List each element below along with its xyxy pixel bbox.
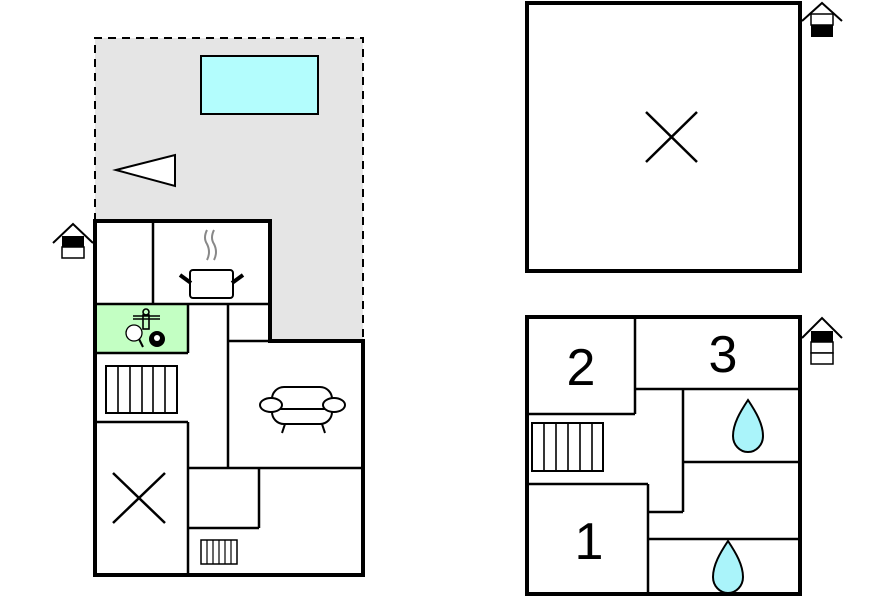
bathroom-drop-icon: [711, 539, 745, 594]
unfinished-room-x-icon: [112, 472, 166, 524]
room-label-3: 3: [709, 326, 738, 384]
ground-floor-walls: [93, 219, 365, 577]
terrace-arrow-icon: [112, 153, 176, 188]
house-floor-indicator-icon: [801, 1, 843, 37]
room-label-2: 2: [567, 339, 596, 397]
first-floor-walls: [525, 315, 802, 596]
game-room-icon: [125, 308, 165, 348]
sofa-icon: [259, 386, 346, 434]
house-floor-indicator-icon: [801, 316, 843, 365]
stairs-icon: [105, 365, 178, 414]
stairs-icon: [200, 539, 238, 565]
house-floor-indicator-icon: [52, 222, 94, 259]
bathroom-drop-icon: [731, 398, 765, 453]
unfinished-room-x-icon: [645, 111, 698, 163]
upper-plan-outline: [525, 1, 802, 273]
pool-icon: [200, 55, 319, 115]
stairs-icon: [531, 422, 604, 472]
room-label-1: 1: [575, 513, 604, 571]
cooking-pot-icon: [178, 229, 245, 299]
